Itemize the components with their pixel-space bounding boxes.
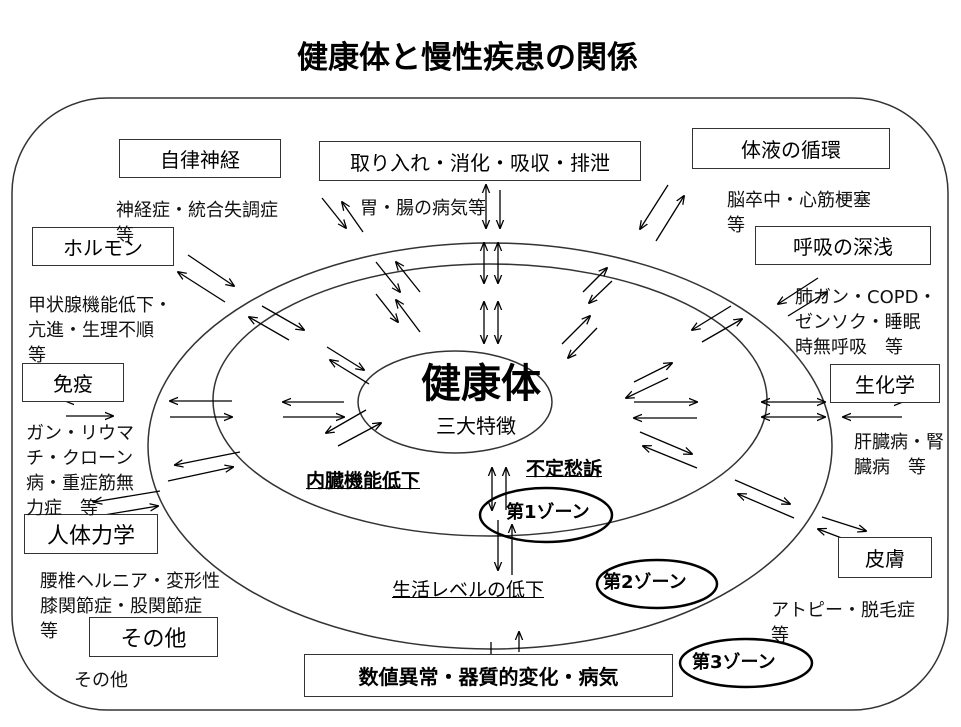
note-biochem: 肝臓病・腎 臓病 等 [854, 432, 944, 478]
arrow-56 [734, 479, 790, 504]
note-digestion: 胃・腸の病気等 [360, 198, 486, 219]
arrow-22 [326, 346, 364, 370]
zone1-marker [478, 486, 614, 544]
zone2-label: 第2ゾーン [603, 572, 687, 593]
malaise-label: 不定愁訴 [526, 458, 603, 480]
arrow-14 [375, 261, 400, 292]
zone3-ellipse [147, 242, 833, 650]
arrow-16 [375, 293, 398, 322]
page-title: 健康体と慢性疾患の関係 [297, 40, 638, 76]
box-mechanics: 人体力学 [24, 514, 158, 554]
note-respiration: 肺ガン・COPD・ ゼンソク・睡眠 時無呼吸 等 [795, 287, 937, 358]
note-skin: アトピー・脱毛症 等 [771, 600, 915, 646]
box-skin: 皮膚 [838, 537, 932, 578]
arrow-19 [178, 272, 226, 303]
arrow-44 [692, 305, 732, 330]
box-other: その他 [89, 617, 218, 657]
arrow-21 [261, 305, 304, 330]
arrow-57 [738, 494, 795, 519]
arrow-37 [655, 196, 684, 242]
box-respiration-label: 呼吸の深浅 [793, 235, 893, 259]
box-mechanics-label: 人体力学 [46, 524, 135, 549]
arrow-38 [582, 268, 607, 293]
arrow-15 [396, 262, 421, 293]
box-autonomic: 自律神経 [119, 139, 281, 178]
arrow-34 [326, 409, 367, 433]
box-bottom-label: 数値異常・器質的変化・病気 [358, 665, 619, 689]
box-circulation-label: 体液の循環 [741, 138, 841, 162]
box-other-label: その他 [120, 627, 187, 652]
box-digestion: 取り入れ・消化・吸収・排泄 [319, 141, 641, 181]
zone2-marker [595, 558, 719, 610]
arrow-46 [778, 277, 819, 304]
arrow-42 [633, 363, 672, 383]
zone1-label: 第1ゾーン [506, 502, 590, 523]
arrow-39 [589, 280, 613, 303]
life-decline-label: 生活レベルの低下 [392, 579, 545, 601]
box-digestion-label: 取り入れ・消化・吸収・排泄 [350, 150, 610, 175]
arrow-17 [396, 300, 421, 333]
arrow-23 [330, 360, 370, 385]
box-hormone: ホルモン [32, 227, 174, 266]
zone3-marker [678, 637, 814, 689]
center-ellipse [357, 350, 553, 454]
arrow-30 [175, 451, 241, 465]
note-mechanics: 腰椎ヘルニア・変形性 膝関節症・股関節症 等 [40, 571, 220, 642]
box-circulation: 体液の循環 [692, 128, 890, 169]
arrows [66, 185, 902, 665]
arrow-41 [561, 316, 590, 345]
arrow-36 [640, 184, 669, 229]
note-other: その他 [74, 670, 128, 691]
note-hormone: 甲状腺機能低下・ 亢進・生理不順 等 [28, 295, 172, 366]
note-circulation: 脳卒中・心筋梗塞 等 [727, 190, 871, 236]
box-autonomic-label: 自律神経 [160, 148, 240, 172]
arrow-43 [626, 377, 669, 398]
arrow-20 [249, 317, 290, 341]
zone3-label: 第3ゾーン [692, 652, 776, 673]
arrow-32 [94, 490, 161, 502]
arrow-47 [787, 292, 827, 317]
box-biochem: 生化学 [830, 364, 940, 403]
arrow-18 [187, 254, 234, 286]
box-immunity: 免疫 [22, 363, 124, 402]
center-sub-label: 三大特徴 [436, 414, 516, 438]
arrow-55 [643, 446, 698, 469]
arrow-12 [321, 197, 346, 228]
outer-frame [11, 97, 949, 711]
box-hormone-label: ホルモン [63, 236, 143, 260]
box-skin-label: 皮膚 [865, 547, 905, 571]
arrow-35 [337, 423, 381, 447]
note-immunity: ガン・リウマ チ・クローン 病・重症筋無 力症 等 [26, 423, 134, 519]
arrow-54 [639, 431, 692, 454]
box-biochem-label: 生化学 [855, 373, 915, 397]
box-bottom: 数値異常・器質的変化・病気 [304, 654, 673, 697]
box-immunity-label: 免疫 [53, 372, 93, 396]
arrow-13 [342, 202, 364, 233]
arrow-31 [167, 467, 233, 482]
box-respiration: 呼吸の深浅 [755, 226, 931, 265]
organ-decline-label: 内臓機能低下 [306, 470, 421, 492]
arrow-58 [821, 516, 866, 531]
arrow-45 [701, 319, 742, 343]
note-autonomic: 神経症・統合失調症 等 [116, 200, 278, 246]
center-label: 健康体 [421, 361, 541, 407]
arrow-40 [568, 327, 598, 358]
